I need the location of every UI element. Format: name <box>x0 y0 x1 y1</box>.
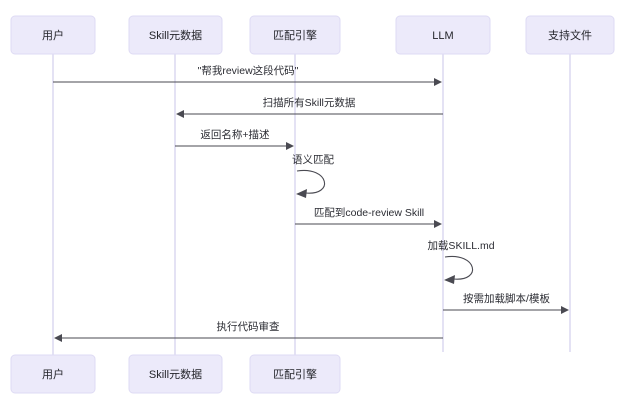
participant-box-rect[interactable] <box>10 15 96 55</box>
message-label: 按需加载脚本/模板 <box>463 292 550 305</box>
message-label: 语义匹配 <box>292 154 334 166</box>
message-m7: 按需加载脚本/模板 <box>443 292 569 314</box>
message-label: 执行代码审查 <box>217 320 280 333</box>
participant-box-match_engine-top[interactable]: 匹配引擎 <box>249 15 341 55</box>
participant-box-user-bottom[interactable]: 用户 <box>10 354 96 394</box>
participant-box-skill_meta-top[interactable]: Skill元数据 <box>128 15 223 55</box>
participant-box-match_engine-bottom[interactable]: 匹配引擎 <box>249 354 341 394</box>
participant-box-skill_meta-bottom[interactable]: Skill元数据 <box>128 354 223 394</box>
participant-box-files-top[interactable]: 支持文件 <box>525 15 615 55</box>
message-m3: 返回名称+描述 <box>175 128 294 150</box>
participant-label: 用户 <box>42 28 64 42</box>
participant-box-rect[interactable] <box>249 354 341 394</box>
participant-label: 匹配引擎 <box>273 367 317 381</box>
participant-label: 匹配引擎 <box>273 28 317 42</box>
message-m5: 匹配到code-review Skill <box>295 207 442 228</box>
message-label: 返回名称+描述 <box>200 128 270 141</box>
arrowhead <box>434 78 442 86</box>
participant-label: 支持文件 <box>548 28 592 42</box>
message-label: 匹配到code-review Skill <box>314 207 424 219</box>
participant-box-rect[interactable] <box>525 15 615 55</box>
participant-label: Skill元数据 <box>149 367 202 381</box>
participant-label: 用户 <box>42 367 64 381</box>
arrowhead <box>296 189 307 198</box>
arrowhead <box>561 306 569 314</box>
participant-box-rect[interactable] <box>395 15 491 55</box>
arrowhead <box>176 110 184 118</box>
participant-box-llm-top[interactable]: LLM <box>395 15 491 55</box>
arrowhead <box>286 142 294 150</box>
participant-label: Skill元数据 <box>149 28 202 42</box>
message-m8: 执行代码审查 <box>54 320 443 342</box>
message-m6: 加载SKILL.md <box>427 240 495 284</box>
message-m4: 语义匹配 <box>292 154 334 198</box>
message-m1: "帮我review这段代码" <box>53 64 442 86</box>
messages-layer: "帮我review这段代码" 扫描所有Skill元数据返回名称+描述语义匹配匹配到… <box>53 64 569 342</box>
self-loop-path <box>296 169 325 194</box>
arrowhead <box>444 275 455 284</box>
arrowhead <box>54 334 62 342</box>
message-label: "帮我review这段代码" <box>198 64 299 77</box>
participant-box-rect[interactable] <box>249 15 341 55</box>
participant-box-user-top[interactable]: 用户 <box>10 15 96 55</box>
arrowhead <box>434 220 442 228</box>
message-m2: 扫描所有Skill元数据 <box>176 96 443 118</box>
participant-box-rect[interactable] <box>10 354 96 394</box>
message-label: 扫描所有Skill元数据 <box>263 96 356 109</box>
lifelines-layer <box>52 54 571 355</box>
participant-box-rect[interactable] <box>128 15 223 55</box>
participant-box-rect[interactable] <box>128 354 223 394</box>
participant-label: LLM <box>432 30 453 42</box>
self-loop-path <box>444 255 473 280</box>
message-label: 加载SKILL.md <box>427 240 494 252</box>
